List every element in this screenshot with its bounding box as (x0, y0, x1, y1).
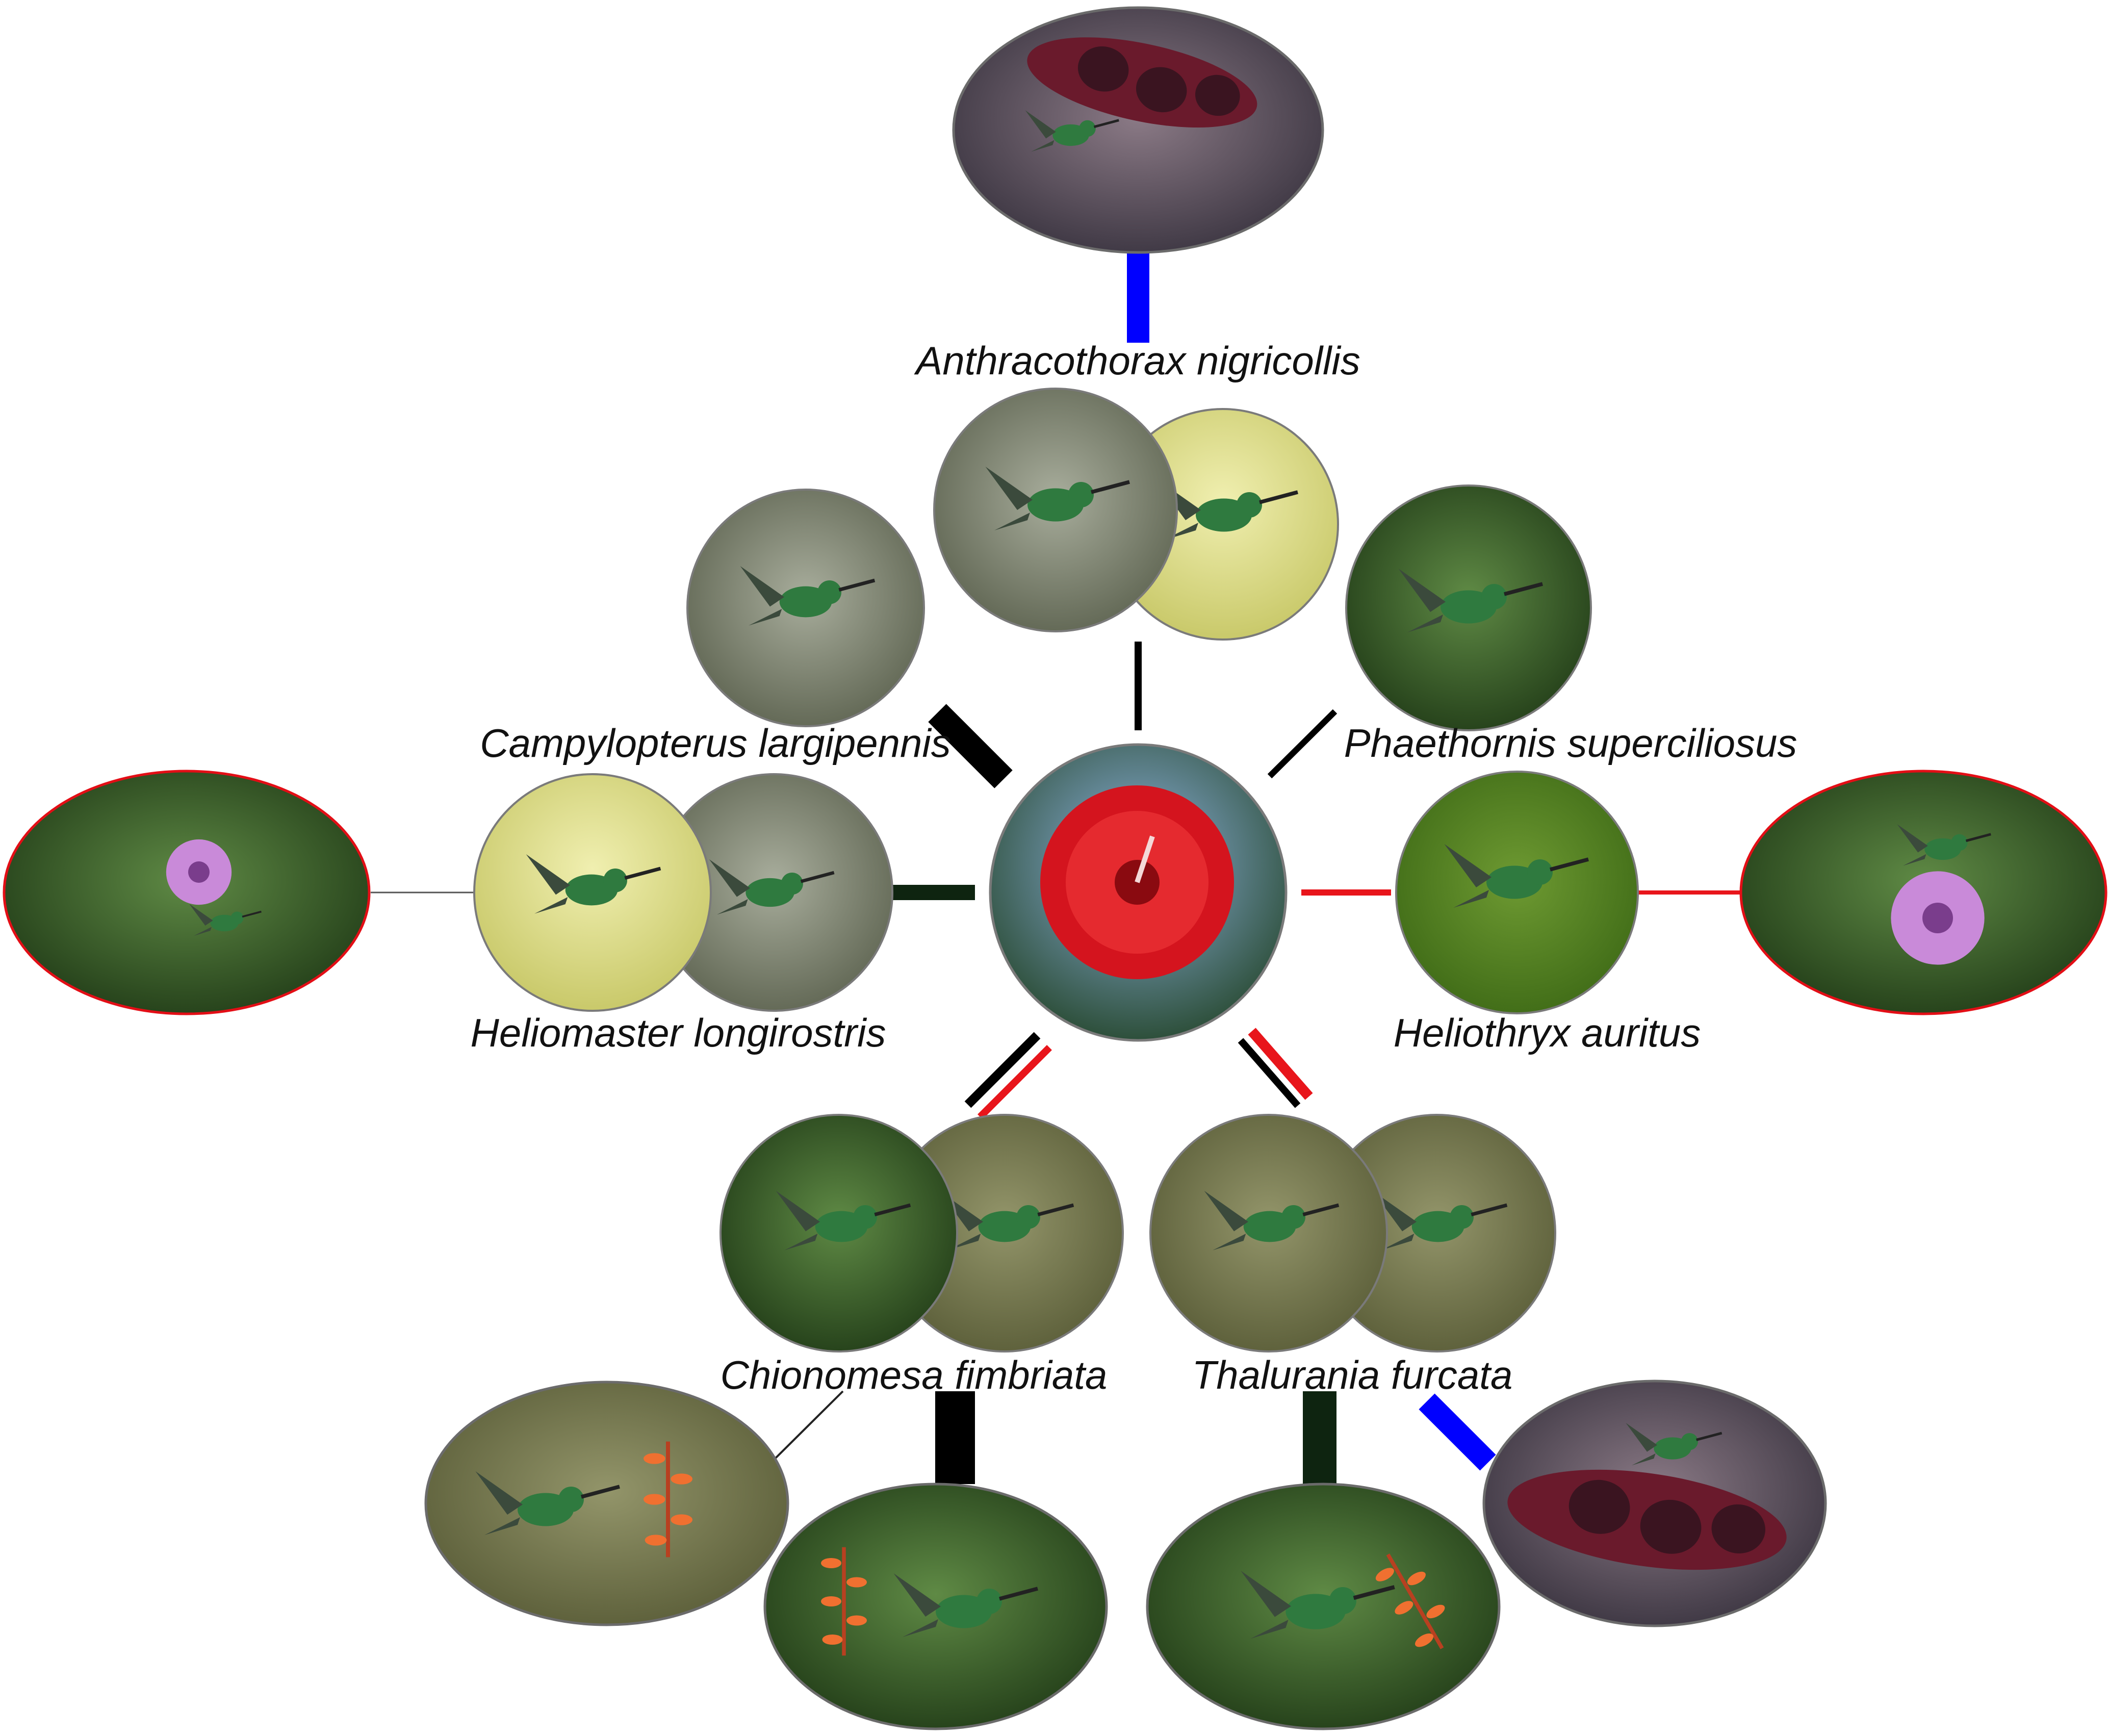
link-center-thalurania-red (1248, 1028, 1313, 1100)
link-center-chionomesa-red (978, 1045, 1052, 1119)
species-label-phaethornis: Phaethornis superciliosus (1344, 721, 1797, 765)
red-flower-icon (1040, 785, 1234, 979)
species-label-heliothryx: Heliothryx auritus (1394, 1010, 1701, 1055)
species-label-thalurania: Thalurania furcata (1192, 1352, 1513, 1397)
photo-oval-right-pink-flower (1739, 770, 2107, 1015)
link-center-campylopterus (928, 704, 1013, 788)
photo-oval-bottom-tube-flower (424, 1381, 789, 1626)
photo-oval-bottom-bush-flower (763, 1483, 1108, 1730)
photo-circle-heliothryx (1395, 771, 1639, 1014)
link-center-phaethornis (1267, 709, 1338, 779)
photo-oval-bottom-right-spike (1482, 1380, 1827, 1627)
link-thalurania-spike (1419, 1393, 1496, 1471)
link-center-thalurania-black (1238, 1038, 1301, 1108)
photo-oval-top-spike (952, 6, 1324, 254)
species-label-chionomesa: Chionomesa fimbriata (721, 1352, 1108, 1397)
photo-oval-left-pink-flower (3, 770, 371, 1015)
central-plant-circle (989, 743, 1288, 1042)
link-chionomesa-tube-flower (774, 1390, 844, 1460)
link-center-chionomesa-black (964, 1032, 1041, 1108)
photo-circle-heliomaster (473, 773, 893, 1012)
flower-icon (166, 839, 232, 905)
photo-circle-campylopterus (686, 489, 925, 727)
photo-circle-phaethornis (1345, 484, 1592, 731)
photo-oval-bottom-orange-flower (1146, 1483, 1501, 1730)
photo-circle-thalurania (1149, 1114, 1556, 1352)
photo-circle-chionomesa (719, 1114, 1124, 1352)
interaction-links (371, 252, 1740, 1484)
flower-icon (1891, 871, 1985, 965)
photo-circle-anthracothorax (933, 388, 1339, 641)
species-label-heliomaster: Heliomaster longirostris (471, 1010, 886, 1055)
species-label-anthracothorax: Anthracothorax nigricollis (914, 338, 1360, 383)
species-label-campylopterus: Campylopterus largipennis (480, 721, 950, 765)
